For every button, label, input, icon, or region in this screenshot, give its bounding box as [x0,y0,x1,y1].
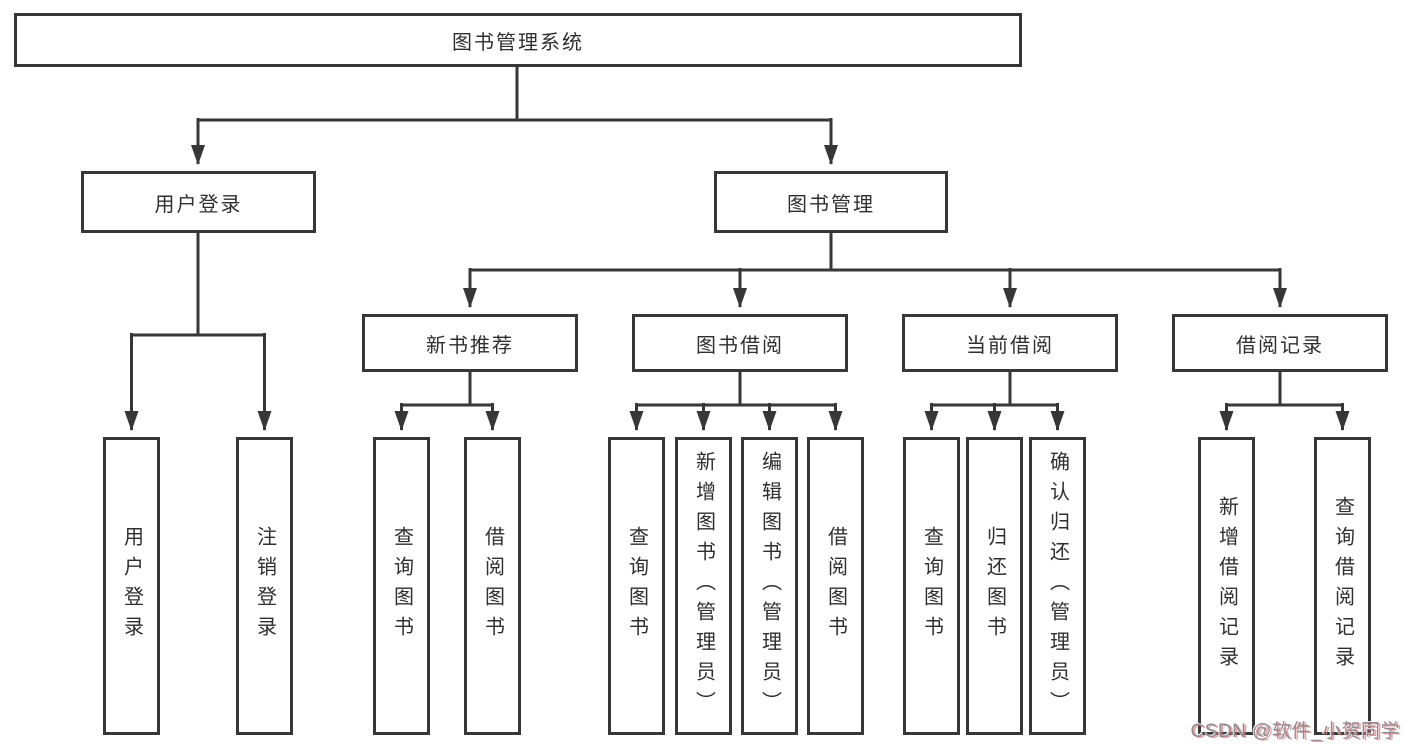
connector-root-to-level2 [198,67,831,122]
leaf-query-books-recommend: 查询图书 [373,437,430,735]
node-label: 编辑图书（管理员） [758,451,781,721]
node-label: 借阅图书 [824,526,847,646]
node-book-borrow: 图书借阅 [632,314,848,372]
leaf-return-books: 归还图书 [966,437,1023,735]
node-label: 查询图书 [390,526,413,646]
node-label: 图书借阅 [696,334,784,357]
node-root-library-system: 图书管理系统 [14,13,1022,67]
node-label: 图书管理 [787,193,875,216]
node-label: 查询图书 [920,526,943,646]
node-label: 查询借阅记录 [1331,496,1354,676]
leaf-query-books-current: 查询图书 [903,437,960,735]
node-label: 新增借阅记录 [1215,496,1238,676]
node-book-management: 图书管理 [714,171,948,233]
node-user-login: 用户登录 [81,171,316,233]
node-label: 图书管理系统 [452,31,584,54]
leaf-borrow-books-recommend: 借阅图书 [464,437,521,735]
leaf-add-borrow-record: 新增借阅记录 [1198,437,1255,735]
csdn-watermark: CSDN @软件_小贺同学 [1190,721,1400,742]
node-label: 新书推荐 [426,334,514,357]
connector-new-book-recommend-group [401,372,493,407]
node-label: 注销登录 [253,526,276,646]
node-label: 归还图书 [983,526,1006,646]
node-label: 确认归还（管理员） [1046,451,1069,721]
node-label: 用户登录 [120,526,143,646]
node-label: 借阅图书 [481,526,504,646]
node-new-book-recommend: 新书推荐 [362,314,578,372]
node-label: 借阅记录 [1236,334,1324,357]
node-borrow-records: 借阅记录 [1172,314,1388,372]
node-label: 新增图书（管理员） [692,451,715,721]
leaf-logout-login: 注销登录 [236,437,293,735]
node-current-borrow: 当前借阅 [902,314,1118,372]
connector-user-login-group [131,233,265,337]
node-label: 用户登录 [154,193,243,216]
leaf-confirm-return-admin: 确认归还（管理员） [1029,437,1086,735]
leaf-add-books-admin: 新增图书（管理员） [675,437,732,735]
connector-book-management-group [470,233,1280,272]
node-label: 当前借阅 [966,334,1054,357]
leaf-query-books-borrow: 查询图书 [608,437,665,735]
leaf-edit-books-admin: 编辑图书（管理员） [741,437,798,735]
leaf-query-borrow-record: 查询借阅记录 [1314,437,1371,735]
leaf-borrow-books: 借阅图书 [807,437,864,735]
connector-current-borrow-group [931,372,1058,407]
connector-borrow-records-group [1226,372,1343,407]
leaf-user-login: 用户登录 [103,437,160,735]
node-label: 查询图书 [625,526,648,646]
connector-book-borrow-group [636,372,836,407]
